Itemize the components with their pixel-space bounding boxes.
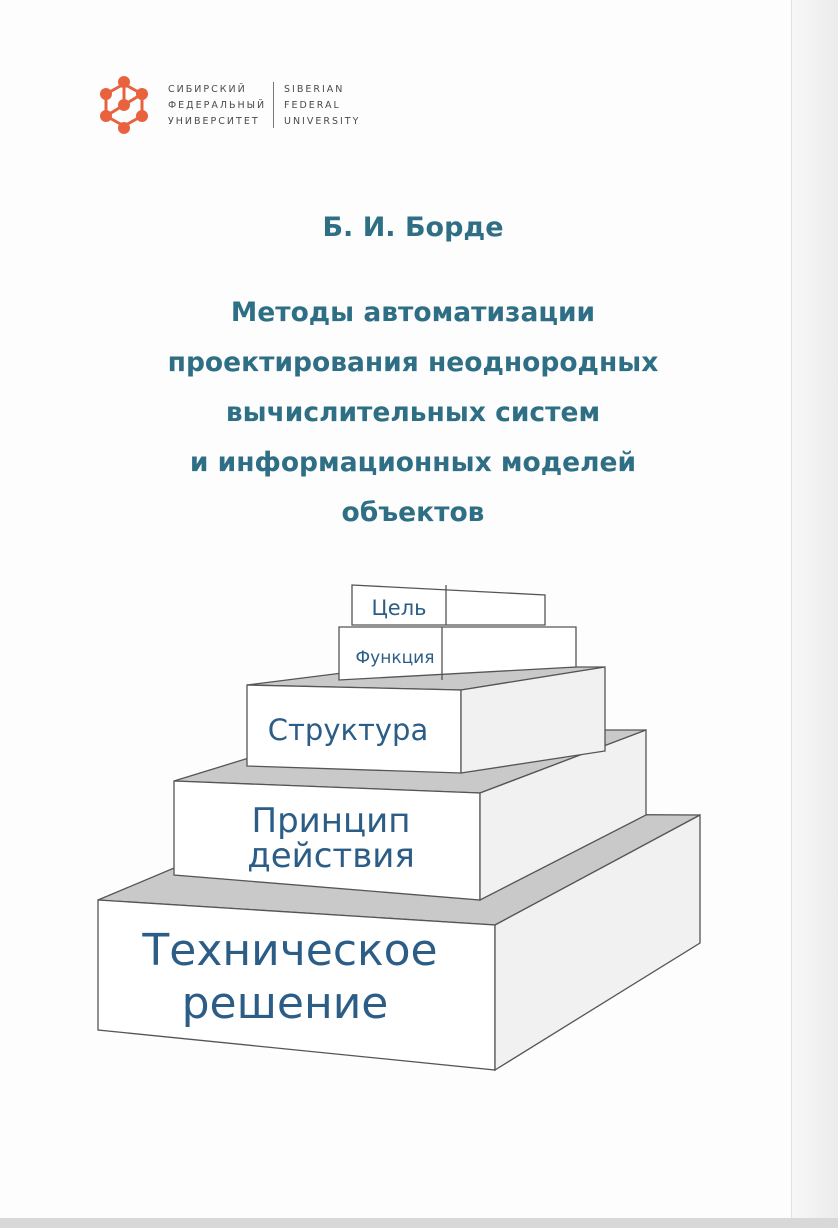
logo-divider: [273, 82, 274, 128]
title-line: проектирования неоднородных: [167, 347, 659, 378]
pyramid-illustration: Цель Функция Структура Принцип действия …: [90, 575, 710, 1075]
pyramid-label-level-5-line2: решение: [182, 978, 389, 1029]
title-line: Методы автоматизации: [230, 297, 596, 328]
pyramid-label-level-4-line2: действия: [247, 836, 415, 876]
pyramid-level-1-front: [351, 584, 546, 626]
logo-ru-line: УНИВЕРСИТЕТ: [168, 116, 260, 127]
author-name: Б. И. Борде: [322, 212, 504, 243]
title-line: объектов: [341, 497, 485, 528]
logo-en-line: UNIVERSITY: [284, 116, 361, 127]
logo-en-line: SIBERIAN: [284, 84, 345, 95]
pyramid-svg: Цель Функция Структура Принцип действия …: [97, 584, 701, 1072]
pyramid-level-3-side: [460, 666, 606, 774]
logo-text-en: SIBERIAN FEDERAL UNIVERSITY: [284, 82, 360, 130]
pyramid-label-level-2: Функция: [356, 648, 435, 668]
logo-ru-line: СИБИРСКИЙ: [168, 84, 247, 95]
logo-text-ru: СИБИРСКИЙ ФЕДЕРАЛЬНЫЙ УНИВЕРСИТЕТ: [168, 82, 266, 130]
title-line: и информационных моделей: [189, 447, 637, 478]
cover-edge: [791, 0, 838, 1228]
pyramid-level-5-side: [494, 813, 701, 1072]
university-logo-mark: [100, 76, 148, 134]
book-title: Методы автоматизации проектирования неод…: [0, 288, 826, 538]
pyramid-level-2-front: [338, 626, 577, 681]
logo-ru-line: ФЕДЕРАЛЬНЫЙ: [168, 100, 267, 111]
logo-en-line: FEDERAL: [284, 100, 341, 111]
pyramid-label-level-3: Структура: [268, 713, 428, 747]
pyramid-label-level-5-line1: Техническое: [141, 925, 437, 976]
university-logo: СИБИРСКИЙ ФЕДЕРАЛЬНЫЙ УНИВЕРСИТЕТ SIBERI…: [94, 72, 364, 142]
cover-bottom-edge: [0, 1218, 838, 1228]
pyramid-label-level-4-line1: Принцип: [252, 801, 411, 841]
pyramid-label-level-1: Цель: [371, 596, 426, 620]
title-line: вычислительных систем: [225, 397, 601, 428]
